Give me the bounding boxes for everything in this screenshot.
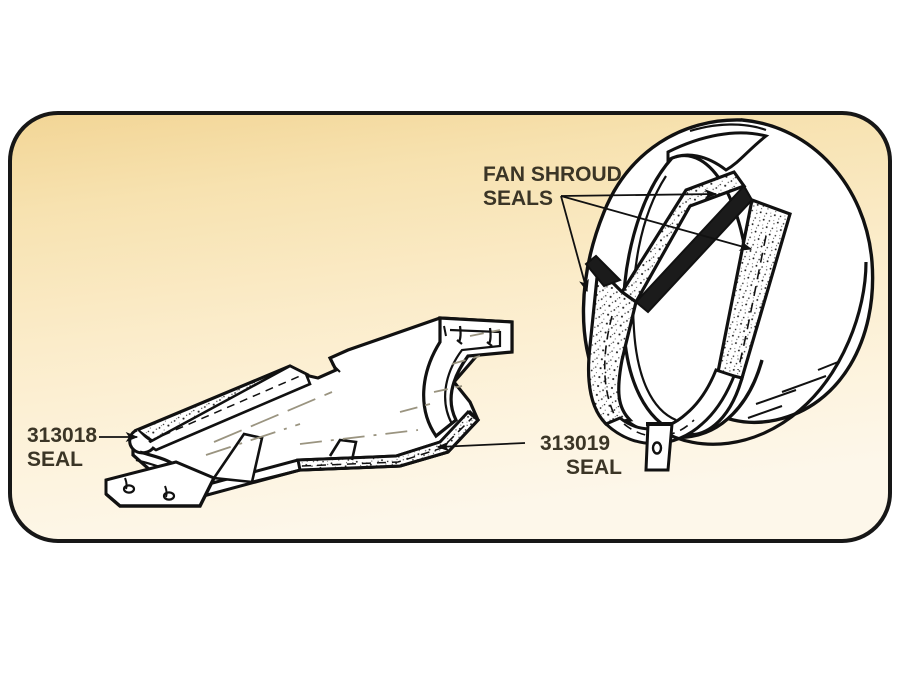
label-seal-313019-line2: SEAL — [566, 456, 622, 479]
callout-leaders — [99, 189, 753, 452]
leader-fan-shroud-seal-upper — [560, 189, 718, 200]
ring-inner-lip — [632, 175, 677, 422]
baffle-gusset-edge — [251, 468, 301, 484]
label-fan-shroud-seals-line1: FAN SHROUD — [483, 163, 622, 186]
ring-mounting-tab-hole — [651, 441, 663, 455]
ring-mounting-tab — [644, 422, 674, 472]
baffle-mounting-flange-left — [104, 460, 217, 508]
callout-labels: FAN SHROUD SEALS 313018 SEAL 313019 SEAL — [27, 163, 622, 479]
ring-seal-right-face — [716, 197, 792, 380]
baffle-seal-313019 — [296, 409, 481, 472]
part-fan-shroud-ring — [581, 118, 875, 472]
baffle-hook-thickness-b — [331, 363, 341, 373]
baffle-studs-right — [456, 325, 493, 347]
leader-fan-shroud-seal-lower — [560, 195, 589, 293]
part-lower-shroud-baffle — [104, 316, 514, 508]
baffle-seal-313019-face — [296, 409, 481, 472]
ring-seal-lower-face — [586, 264, 638, 426]
ring-top-joint-flap — [666, 131, 770, 172]
label-seal-313018-line2: SEAL — [27, 448, 83, 471]
ring-top-edge-line — [689, 123, 767, 133]
baffle-flange-hole-1 — [122, 484, 136, 494]
leader-seal-313019 — [436, 441, 526, 452]
ring-lower-outer-arc — [659, 261, 868, 446]
ring-seal-upper-shadow-edge — [634, 184, 754, 314]
ring-seal-lower-cap — [584, 254, 622, 288]
baffle-centre-gusset — [211, 432, 264, 484]
baffle-flange-lower-edge — [104, 477, 216, 508]
ring-seal-strip-right — [716, 197, 792, 380]
ring-seal-lower-seam — [603, 315, 615, 415]
baffle-stud-right-1-tip — [456, 339, 463, 345]
label-fan-shroud-seals-line2: SEALS — [483, 187, 553, 210]
ring-seal-right-seam — [737, 235, 767, 371]
baffle-stud-right-2-tip — [486, 341, 493, 347]
leader-fan-shroud-seal-right — [560, 195, 753, 251]
baffle-flange-stud-1 — [124, 477, 128, 490]
baffle-hook-inner-line — [444, 328, 502, 425]
label-seal-313019-line1: 313019 — [540, 432, 610, 455]
baffle-front-notch — [328, 438, 358, 461]
ring-seal-strip-lower-left — [584, 254, 638, 426]
ring-seal-upper-seam — [635, 205, 691, 303]
baffle-seal-313019-seam — [301, 417, 473, 467]
ring-shading-hatches — [747, 361, 839, 419]
label-seal-313018-line1: 313018 — [27, 424, 97, 447]
baffle-hook-thickness-a — [443, 325, 447, 337]
baffle-flange-stud-2 — [164, 485, 168, 498]
baffle-fold-lines — [205, 329, 501, 456]
